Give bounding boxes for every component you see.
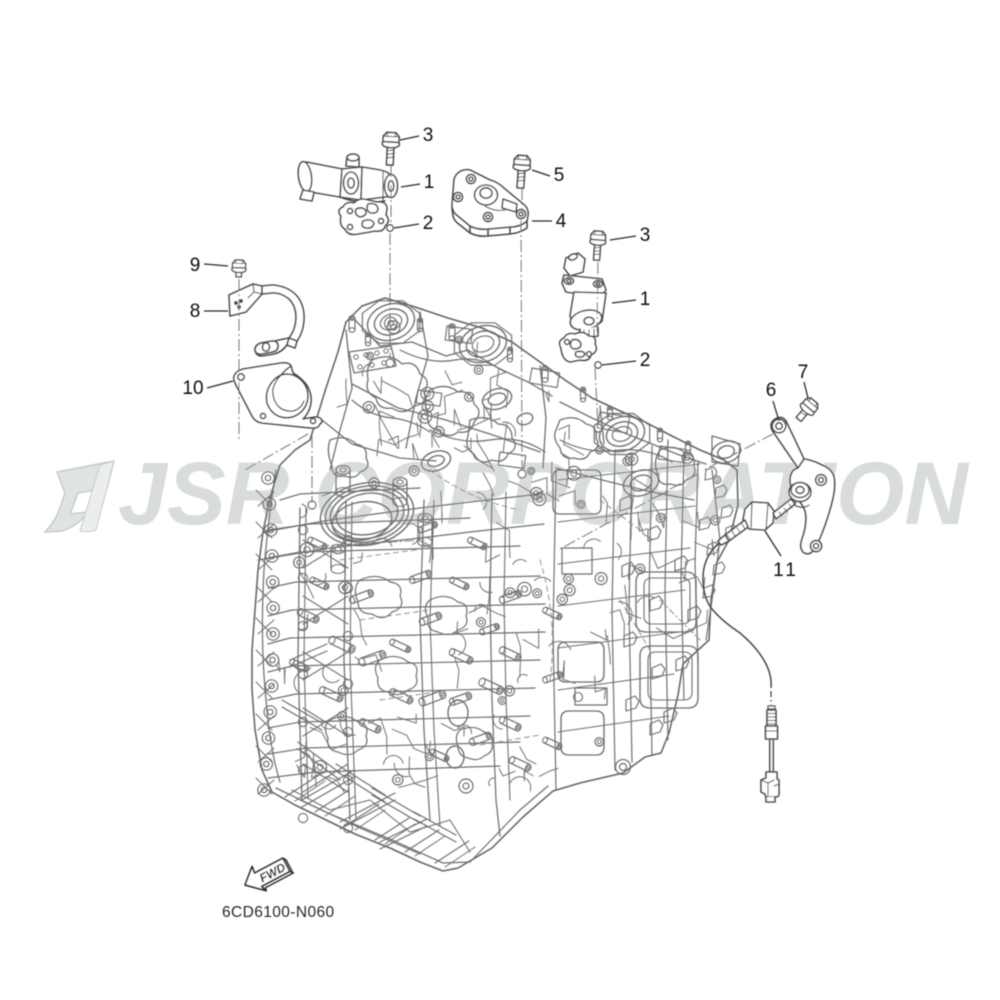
svg-text:7: 7 [798,362,809,383]
svg-text:4: 4 [556,211,567,232]
svg-text:8: 8 [190,301,201,322]
svg-text:6: 6 [766,380,777,401]
svg-text:10: 10 [182,378,203,399]
svg-text:2: 2 [423,213,434,234]
svg-text:11: 11 [773,560,799,581]
svg-text:1: 1 [424,172,435,193]
svg-text:6CD6100-N060: 6CD6100-N060 [222,904,335,921]
svg-text:1: 1 [640,289,651,310]
svg-text:2: 2 [640,350,651,371]
svg-text:3: 3 [423,125,434,146]
svg-text:3: 3 [640,225,651,246]
svg-text:5: 5 [554,165,565,186]
svg-text:9: 9 [190,255,201,276]
